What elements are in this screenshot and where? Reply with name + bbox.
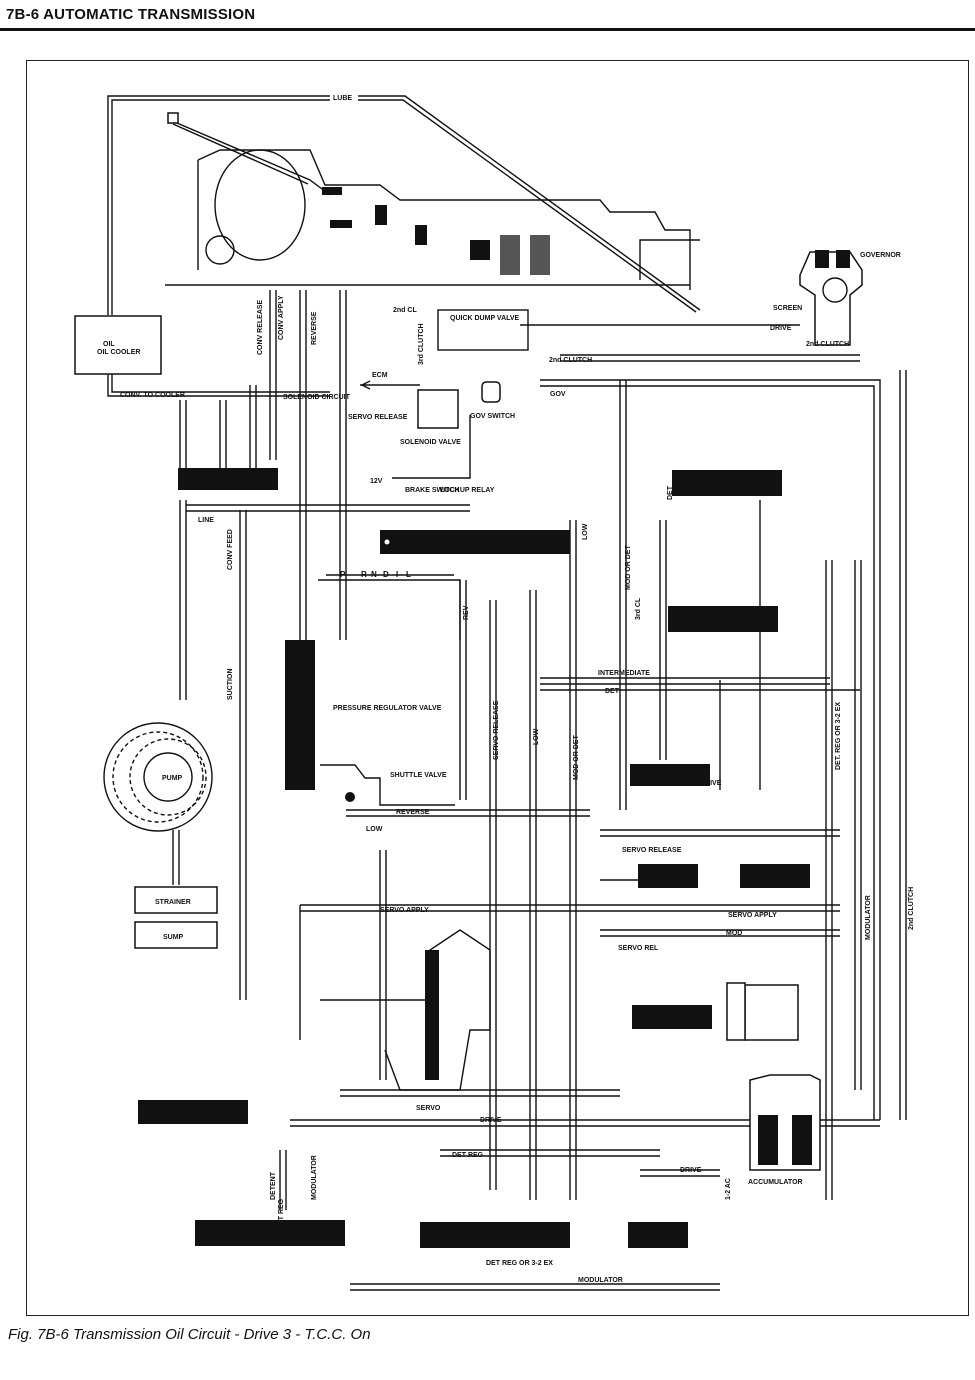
conv-feed-label: CONV FEED (227, 529, 234, 570)
modulator-v-label: MODULATOR (865, 895, 872, 940)
det-label-h: DET (605, 688, 620, 695)
selector-i: I (396, 570, 398, 579)
pump: PUMP STRAINER SUMP (103, 722, 218, 949)
third-clutch-label: 3rd CLUTCH (418, 323, 425, 365)
accumulator-label: ACCUMULATOR (748, 1179, 803, 1186)
rev-label: REV (463, 605, 470, 620)
mod-or-det-v-label: MOD OR DET (573, 735, 580, 780)
selector-r: R (361, 570, 367, 579)
valve-spools (138, 468, 810, 1248)
reverse-h-label: REVERSE (396, 809, 430, 816)
servo-release-h-label: SERVO RELEASE (622, 847, 682, 854)
det-reg-label: DET REG (452, 1152, 484, 1159)
line-labels: CONV RELEASE CONV APPLY REVERSE 2nd CL 3… (198, 295, 915, 1284)
selector-n: N (371, 570, 377, 579)
det-reg-or-32-ex-bottom-label: DET REG OR 3-2 EX (486, 1260, 553, 1267)
brake-switch-label: BRAKE SWITCH (405, 487, 459, 494)
selector-positions: P R N D I L (340, 570, 411, 579)
voltage-label: 12V (370, 478, 383, 485)
servo-rel-label: SERVO REL (618, 945, 659, 952)
low-h-label: LOW (366, 826, 383, 833)
strainer-label: STRAINER (155, 899, 191, 906)
modulator-label: MODULATOR (578, 1277, 623, 1284)
second-clutch-v-label: 2nd CLUTCH (908, 887, 915, 930)
modulator-lower-label: MODULATOR (311, 1155, 318, 1200)
reverse-label: REVERSE (311, 311, 318, 345)
selector-l: L (406, 570, 411, 579)
figure-frame (26, 60, 969, 1316)
pressure-regulator-label: PRESSURE REGULATOR VALVE (333, 705, 442, 712)
low-label: LOW (582, 523, 589, 540)
conv-to-cooler-label: CONV. TO COOLER (120, 392, 185, 399)
oil-cooler-text: OIL COOLER (97, 349, 140, 356)
gov-switch-label: GOV SWITCH (470, 413, 515, 420)
page-header: 7B-6 AUTOMATIC TRANSMISSION (6, 6, 256, 23)
conv-release-label: CONV RELEASE (257, 299, 264, 355)
second-cl-label: 2nd CL (393, 307, 417, 314)
line-label: LINE (198, 517, 214, 524)
servo-release-v-label: SERVO RELEASE (493, 700, 500, 760)
accumulator: ACCUMULATOR (748, 1074, 821, 1186)
figure-caption: Fig. 7B-6 Transmission Oil Circuit - Dri… (8, 1326, 371, 1343)
intermediate-label: INTERMEDIATE (598, 670, 650, 677)
lockup-relay-label: LOCKUP RELAY (440, 487, 495, 494)
header-rule (0, 28, 975, 31)
solenoid-circuit-label: SOLENOID CIRCUIT (283, 394, 351, 401)
screen-label: SCREEN (773, 305, 802, 312)
servo-label: SERVO (416, 1105, 441, 1112)
transmission-cutaway (165, 112, 700, 290)
drive-h-label: DRIVE (700, 780, 722, 787)
det-reg-v-label: DET REG (278, 1198, 285, 1230)
solenoid-valve-label: SOLENOID VALVE (400, 439, 461, 446)
mod-or-det-label: MOD OR DET (625, 545, 632, 590)
drive-label-top: DRIVE (770, 325, 792, 332)
det-label: DET (667, 485, 674, 500)
det-reg-or-32ex-label: DET. REG OR 3-2 EX (835, 702, 842, 770)
drive-bottom-label: DRIVE (480, 1117, 502, 1124)
drive-acc-label: DRIVE (680, 1167, 702, 1174)
ecm-label: ECM (372, 372, 388, 379)
mod-label: MOD (726, 930, 742, 937)
selector-d: D (383, 570, 389, 579)
servo-release-label: SERVO RELEASE (348, 414, 408, 421)
gov-label: GOV (550, 391, 566, 398)
pressure-regulator: PRESSURE REGULATOR VALVE SHUTTLE VALVE R… (320, 705, 455, 833)
selector-p: P (340, 570, 346, 579)
servo-apply-h-label: SERVO APPLY (728, 912, 777, 919)
second-clutch-label: 2nd CLUTCH (549, 357, 592, 364)
servo: SERVO (320, 929, 491, 1112)
pipe-network (179, 290, 907, 1291)
detent-label: DETENT (270, 1171, 277, 1200)
oil-cooler-label: OIL (103, 341, 115, 348)
shuttle-valve-label: SHUTTLE VALVE (390, 772, 447, 779)
servo-apply-label: SERVO APPLY (380, 907, 429, 914)
quick-dump-valve: QUICK DUMP VALVE (437, 309, 529, 351)
low-v-label: LOW (533, 728, 540, 745)
quick-dump-valve-label: QUICK DUMP VALVE (450, 315, 520, 322)
one-two-ac-label: 1-2 AC (725, 1178, 732, 1200)
suction-label: SUCTION (227, 669, 234, 701)
vacuum-modulator (726, 982, 799, 1041)
sump-label: SUMP (163, 934, 184, 941)
second-clutch-label-top: 2nd CLUTCH (806, 341, 849, 348)
solenoid-electrical: ECM SOLENOID VALVE GOV SWITCH 12V BRAKE … (360, 372, 515, 494)
conv-apply-label: CONV APPLY (278, 295, 285, 340)
governor-label: GOVERNOR (860, 252, 901, 259)
governor: GOVERNOR SCREEN DRIVE 2nd CLUTCH (770, 250, 901, 348)
third-cl-label: 3rd CL (635, 597, 642, 620)
pump-label: PUMP (162, 775, 183, 782)
oil-cooler: OIL OIL COOLER CONV. TO COOLER (74, 315, 330, 399)
lube-line: LUBE (107, 92, 701, 315)
lube-label: LUBE (333, 95, 352, 102)
